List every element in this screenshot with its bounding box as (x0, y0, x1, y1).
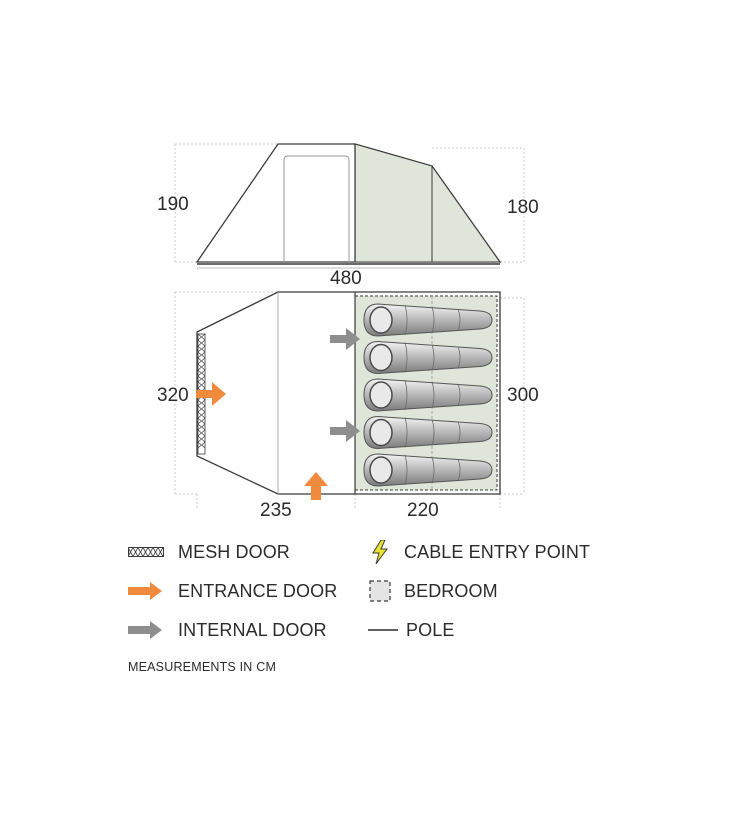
sleeping-bag (363, 303, 493, 337)
side-guide-lines (174, 143, 525, 263)
legend-mesh-door-label: MESH DOOR (178, 541, 290, 562)
legend-cable-entry: CABLE ENTRY POINT (368, 540, 590, 564)
sleeping-bag (363, 453, 493, 487)
lightning-bolt-icon (368, 540, 392, 564)
legend-entrance-door-label: ENTRANCE DOOR (178, 580, 338, 601)
side-door-panel (283, 155, 350, 262)
side-right-height-label: 180 (507, 197, 539, 218)
sleeping-bag (363, 340, 493, 375)
legend-bedroom-label: BEDROOM (404, 580, 498, 601)
mesh-door-icon (128, 540, 164, 564)
legend-internal-door-label: INTERNAL DOOR (178, 619, 327, 640)
internal-arrow-icon (128, 618, 164, 642)
legend-cable-entry-label: CABLE ENTRY POINT (404, 541, 591, 562)
floor-left-width-label: 320 (157, 385, 189, 406)
internal-door-arrow-1 (330, 328, 360, 350)
floor-guide-lines (174, 291, 525, 510)
floor-plan: 320 300 235 220 (157, 291, 539, 521)
sleeping-bag (363, 415, 493, 450)
legend-pole-label: POLE (406, 619, 455, 640)
overall-length-label: 480 (330, 268, 362, 289)
measurements-note: MEASUREMENTS IN CM (128, 660, 277, 674)
pole-line-icon (368, 618, 398, 642)
entrance-door-arrow-front (196, 382, 226, 406)
legend-bedroom: BEDROOM (368, 579, 498, 603)
entrance-door-arrow-side (304, 472, 328, 500)
internal-door-arrow-2 (330, 420, 360, 442)
legend-internal-door: INTERNAL DOOR (128, 618, 327, 642)
sleeping-bags (363, 303, 493, 487)
legend-mesh-door: MESH DOOR (128, 540, 290, 564)
bedroom-square-icon (368, 579, 392, 603)
floor-right-width-label: 300 (507, 385, 539, 406)
living-length-label: 235 (260, 500, 292, 521)
legend-entrance-door: ENTRANCE DOOR (128, 579, 337, 603)
side-elevation: 190 180 480 (157, 143, 539, 289)
bedroom-length-label: 220 (407, 500, 439, 521)
side-left-height-label: 190 (157, 194, 189, 215)
sleeping-bag (363, 378, 493, 412)
entrance-arrow-icon (128, 579, 164, 603)
legend-pole: POLE (368, 618, 454, 642)
